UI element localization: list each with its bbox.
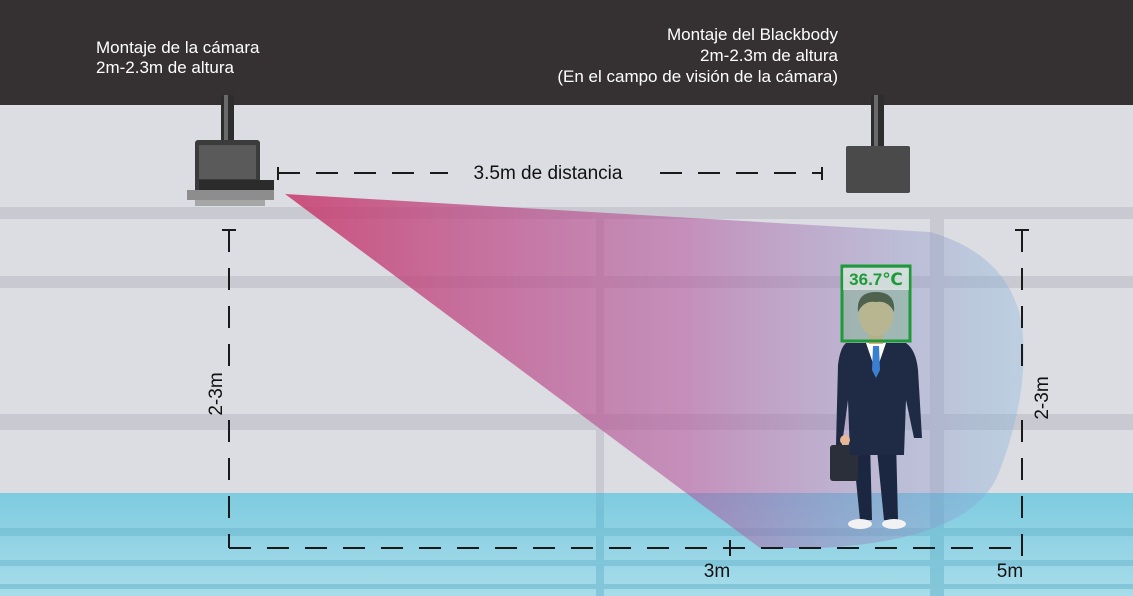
right-height-label: 2-3m <box>1032 376 1053 419</box>
temperature-banner <box>843 268 909 290</box>
ceiling <box>0 0 1133 105</box>
blackbody-mount-label-line3: (En el campo de visión de la cámara) <box>557 67 838 86</box>
camera-mount-label-line2: 2m-2.3m de altura <box>96 58 234 77</box>
distance-dimension <box>277 167 823 180</box>
left-height-dimension <box>222 229 236 548</box>
floor-mark-5m: 5m <box>997 561 1023 582</box>
floor-mark-3m: 3m <box>704 561 730 582</box>
floor-dimension <box>229 540 1023 556</box>
temperature-readout: 36.7℃ <box>849 270 903 289</box>
right-height-dimension <box>1015 229 1029 548</box>
camera-mount-label-line1: Montaje de la cámara <box>96 38 260 57</box>
businessman-figure <box>830 292 922 529</box>
left-height-label: 2-3m <box>206 372 227 415</box>
blackbody-device <box>846 95 910 193</box>
blackbody-mount-label-line2: 2m-2.3m de altura <box>700 46 838 65</box>
blackbody-mount-label-line1: Montaje del Blackbody <box>667 25 839 44</box>
thermal-camera <box>187 95 274 206</box>
distance-label: 3.5m de distancia <box>474 163 623 184</box>
